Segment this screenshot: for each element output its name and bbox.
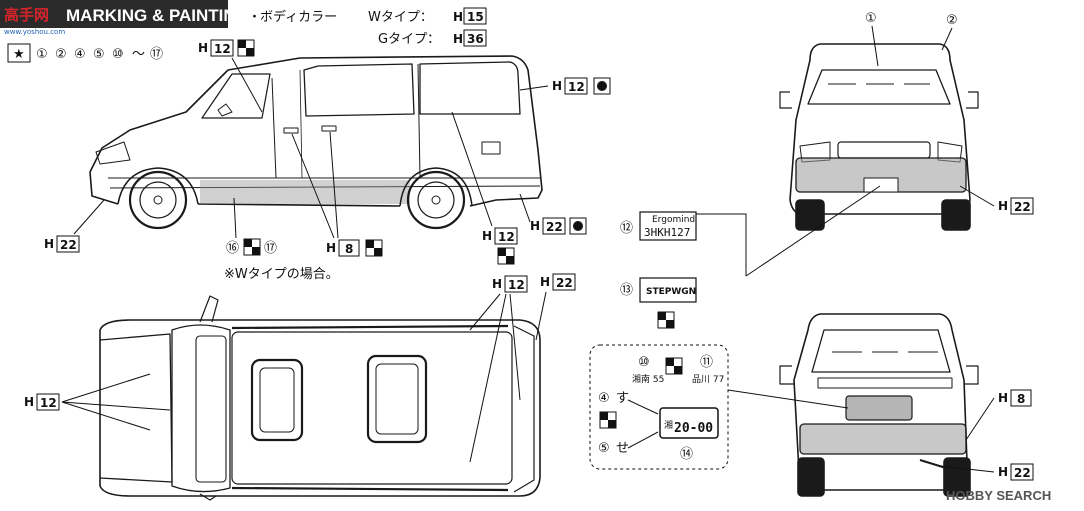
- decal-17-label: ⑰: [264, 241, 277, 256]
- star-icon: ★: [13, 47, 25, 62]
- plate-kana-a: す: [616, 391, 629, 406]
- decal-10: ⑩: [112, 47, 124, 62]
- decal-tilde: ～: [132, 47, 145, 62]
- checker-icon: [243, 238, 261, 256]
- paint-h12-b-num: 12: [568, 80, 585, 94]
- paint-h22-e-code: H: [998, 465, 1008, 479]
- decal-5: ⑤: [93, 47, 105, 62]
- paint-h12-a-num: 12: [214, 42, 231, 56]
- plate-region-b: 品川 77: [692, 374, 724, 385]
- paint-h8-a-code: H: [326, 241, 336, 255]
- paint-h8-b-num: 8: [1017, 392, 1025, 406]
- paint-h12-d-code: H: [24, 395, 34, 409]
- plate-group-frame: [589, 344, 729, 470]
- decal-list: ★ ① ② ④ ⑤ ⑩ ～ ⑰: [7, 43, 163, 63]
- header: MARKING & PAINTING 高手网 www.yoshou.com: [0, 0, 249, 36]
- site-url: www.yoshou.com: [4, 28, 65, 36]
- decal-4: ④: [74, 47, 86, 62]
- checker-icon: [665, 357, 683, 375]
- decal-2-front: ②: [946, 13, 958, 28]
- decal-13-label: ⑬: [620, 283, 633, 298]
- front-plate-number: 3HKH127: [644, 226, 690, 239]
- dot-icon: [593, 77, 611, 95]
- bullet: ・: [248, 10, 261, 25]
- side-view-van: [89, 55, 543, 230]
- top-view-van: [99, 295, 541, 501]
- checker-icon: [365, 239, 383, 257]
- w-type-note: ※Wタイプの場合。: [224, 267, 339, 282]
- paint-h22-e-num: 22: [1014, 466, 1031, 480]
- paint-h12-c-code: H: [482, 229, 492, 243]
- paint-h22-c-num: 22: [556, 276, 573, 290]
- decal-2: ②: [55, 47, 67, 62]
- decal-12-label: ⑫: [620, 221, 633, 236]
- decal-callouts: ⑫ Ergomind 3HKH127 ⑬ STEPWGN ⑩ 湘南 55 ⑪ 品…: [589, 211, 729, 470]
- side-labels: H 12 H 12 H 22 ⑯ ⑰ H 8 ※Wタイプの場合。 H 12: [44, 39, 611, 282]
- plate-prefix: 湘: [664, 419, 673, 431]
- header-bg: [0, 0, 228, 28]
- paint-h22-a-code: H: [44, 237, 54, 251]
- front-labels: ① ② H 22: [865, 11, 1034, 215]
- w-code: H: [453, 10, 463, 24]
- plate-region-a: 湘南 55: [632, 373, 664, 385]
- decal-4-label: ④: [598, 391, 610, 406]
- decal-1: ①: [36, 47, 48, 62]
- site-watermark: 高手网: [4, 6, 49, 24]
- top-labels: H 12 H 12 H 22: [24, 273, 576, 463]
- paint-h12-e-num: 12: [508, 278, 525, 292]
- paint-h12-c-num: 12: [498, 230, 515, 244]
- leader-lines: [696, 185, 881, 409]
- paint-h12-a-code: H: [198, 41, 208, 55]
- plate-kana-b: せ: [616, 441, 629, 456]
- w-num: 15: [467, 10, 484, 24]
- w-type-label: Wタイプ：: [368, 10, 433, 25]
- header-title: MARKING & PAINTING: [66, 6, 249, 25]
- paint-h22-d-code: H: [998, 199, 1008, 213]
- body-color-label: ボディカラー: [260, 9, 337, 25]
- paint-h22-c-code: H: [540, 275, 550, 289]
- g-num: 36: [467, 32, 484, 46]
- g-code: H: [453, 32, 463, 46]
- rear-labels: H 8 H 22: [939, 389, 1034, 481]
- body-color-block: ・ ボディカラー Wタイプ： H 15 Gタイプ： H 36: [248, 7, 487, 47]
- hobby-search-watermark: HOBBY SEARCH: [946, 488, 1051, 503]
- paint-h8-a-num: 8: [345, 242, 353, 256]
- paint-h8-b-code: H: [998, 391, 1008, 405]
- paint-h22-b-code: H: [530, 219, 540, 233]
- decal-14-label: ⑭: [680, 447, 693, 462]
- decal-16-label: ⑯: [226, 241, 239, 256]
- decal-5-label: ⑤: [598, 441, 610, 456]
- paint-h22-a-num: 22: [60, 238, 77, 252]
- emblem-text: STEPWGN: [646, 287, 696, 297]
- paint-h12-b-code: H: [552, 79, 562, 93]
- paint-h12-e-code: H: [492, 277, 502, 291]
- decal-17: ⑰: [150, 47, 163, 62]
- decal-10-label: ⑩: [638, 355, 650, 370]
- dot-icon: [569, 217, 587, 235]
- checker-icon: [497, 247, 515, 265]
- rear-view-van: [779, 313, 979, 497]
- paint-h22-b-num: 22: [546, 220, 563, 234]
- checker-icon: [237, 39, 255, 57]
- paint-h12-d-num: 12: [40, 396, 57, 410]
- plate-number-main: 20-00: [674, 421, 713, 436]
- checker-icon: [657, 311, 675, 329]
- number-plate: [659, 407, 719, 439]
- decal-1-front: ①: [865, 11, 877, 26]
- g-type-label: Gタイプ：: [378, 32, 440, 47]
- paint-h22-d-num: 22: [1014, 200, 1031, 214]
- front-view-van: [779, 43, 979, 231]
- decal-11-label: ⑪: [700, 355, 713, 370]
- front-plate-small: Ergomind: [652, 215, 695, 225]
- checker-icon: [599, 411, 617, 429]
